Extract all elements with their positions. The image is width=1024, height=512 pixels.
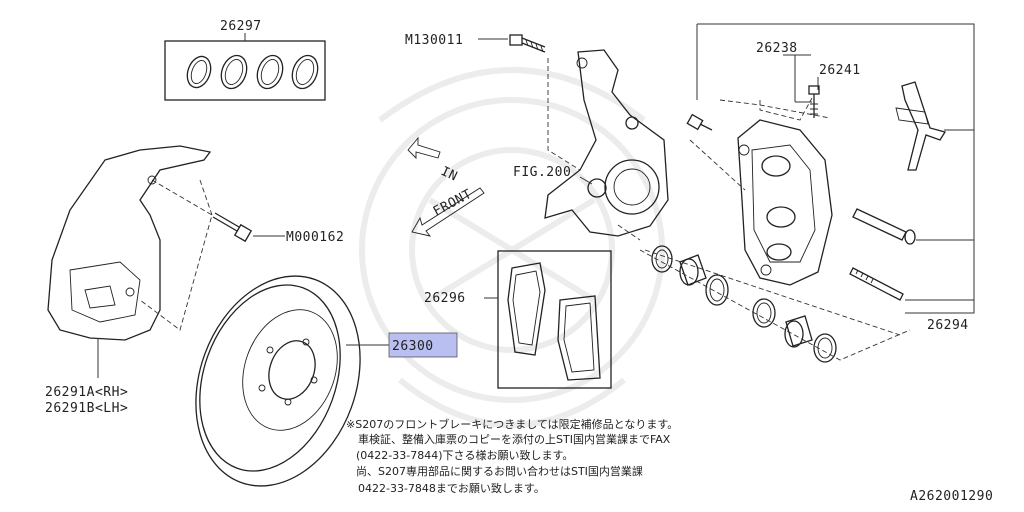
brake-pad-set-26296[interactable]: [484, 250, 612, 389]
svg-text:IN: IN: [438, 164, 459, 185]
label-26300[interactable]: 26300: [392, 339, 434, 354]
pad-spring-clip[interactable]: [895, 81, 947, 171]
dust-shield-26291[interactable]: [47, 145, 212, 378]
seal-kit-26297[interactable]: [164, 33, 326, 101]
note-line-3: (0422-33-7844)下さる様お願い致します。: [356, 448, 573, 462]
notes-block: ※S207のフロントブレーキにつきましては限定補修品となります。 車検証、整備入…: [346, 417, 678, 495]
highlight-26300: [388, 332, 458, 358]
bolt-m000162[interactable]: [212, 212, 285, 243]
piston-seal-set[interactable]: [651, 245, 837, 363]
label-26297[interactable]: 26297: [220, 19, 262, 34]
steering-knuckle[interactable]: [544, 49, 669, 237]
bolt-m130011[interactable]: [478, 34, 546, 53]
diagram-code: A262001290: [910, 489, 993, 504]
note-line-4: 尚、S207専用部品に関するお問い合わせはSTI国内営業課: [356, 464, 643, 478]
pad-pin[interactable]: [852, 208, 916, 245]
label-26291a[interactable]: 26291A<RH>: [45, 385, 128, 400]
label-26238[interactable]: 26238: [756, 41, 798, 56]
label-26296[interactable]: 26296: [424, 291, 466, 306]
note-line-5: 0422-33-7848までお願い致します。: [358, 481, 545, 495]
watermark-emblem: [359, 67, 665, 428]
label-26294[interactable]: 26294: [927, 318, 969, 333]
pad-pin-2[interactable]: [849, 267, 904, 301]
direction-arrow-in: IN: [407, 136, 460, 185]
brake-caliper[interactable]: [737, 119, 833, 286]
caliper-bolt[interactable]: [686, 113, 713, 131]
label-m000162[interactable]: M000162: [286, 230, 344, 245]
label-26291b[interactable]: 26291B<LH>: [45, 401, 128, 416]
note-line-2: 車検証、整備入庫票のコピーを添付の上STI国内営業課までFAX: [358, 432, 671, 446]
label-m130011[interactable]: M130011: [405, 33, 463, 48]
note-line-1: ※S207のフロントブレーキにつきましては限定補修品となります。: [346, 417, 678, 431]
bleeder-screw[interactable]: [808, 85, 820, 118]
label-26241[interactable]: 26241: [819, 63, 861, 78]
brake-rotor-26300[interactable]: [168, 253, 390, 509]
label-fig200[interactable]: FIG.200: [513, 165, 571, 180]
